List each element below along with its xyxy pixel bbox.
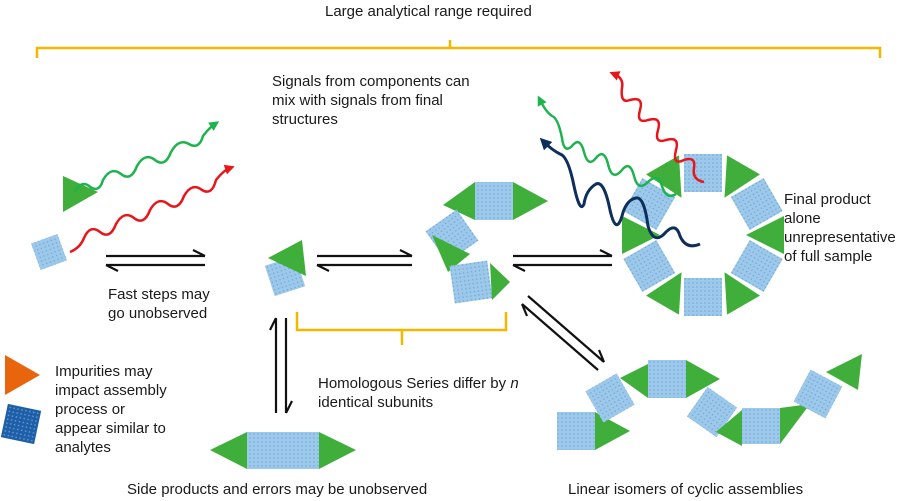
top-range-label: Large analytical range required bbox=[325, 3, 532, 20]
linear-isomer-chain bbox=[557, 354, 862, 450]
signal-wave-red-right bbox=[609, 71, 705, 184]
free-square-component bbox=[31, 234, 67, 270]
cyclic-final-product bbox=[622, 154, 784, 316]
equilibrium-arrows-diagonal bbox=[520, 295, 606, 371]
dimer-unit bbox=[264, 240, 306, 297]
signal-wave-navy-right bbox=[539, 137, 701, 248]
free-triangle-component bbox=[63, 176, 98, 212]
ring-square-subunit bbox=[730, 178, 783, 230]
signals-mix-label: Signals from components can mix with sig… bbox=[272, 73, 470, 128]
ring-square-subunit bbox=[623, 240, 676, 292]
homologous-series-label: Homologous Series differ by n identical s… bbox=[318, 374, 519, 412]
equilibrium-arrows-1 bbox=[105, 249, 206, 272]
impurity-triangle-icon bbox=[5, 355, 40, 395]
top-range-bracket bbox=[35, 40, 882, 58]
homologous-n: n bbox=[510, 375, 519, 392]
signal-wave-green-right bbox=[537, 95, 677, 197]
ring-triangle-subunit bbox=[724, 155, 760, 198]
ring-square-subunit bbox=[684, 278, 722, 316]
ring-square-subunit bbox=[623, 178, 676, 230]
final-product-label: Final product alone unrepresentative of … bbox=[784, 191, 896, 265]
ring-triangle-subunit bbox=[646, 272, 682, 315]
equilibrium-arrows-2 bbox=[316, 249, 413, 272]
homologous-suffix: identical subunits bbox=[318, 394, 434, 411]
impurity-legend bbox=[0, 355, 42, 445]
signal-wave-green-left bbox=[73, 121, 220, 193]
homologous-bracket bbox=[295, 312, 508, 345]
oligomer-arc bbox=[425, 182, 548, 304]
equilibrium-arrows-vertical bbox=[269, 317, 293, 414]
side-products-label: Side products and errors may be unobserv… bbox=[127, 481, 428, 498]
homologous-prefix: Homologous Series differ by bbox=[318, 375, 511, 392]
ring-triangle-subunit bbox=[746, 216, 784, 254]
ring-square-subunit bbox=[730, 240, 783, 292]
equilibrium-arrows-3 bbox=[512, 249, 613, 272]
signal-wave-red-left bbox=[69, 164, 235, 254]
fast-steps-label: Fast steps may go unobserved bbox=[108, 286, 210, 322]
ring-triangle-subunit bbox=[646, 155, 682, 198]
impurity-square-icon bbox=[0, 403, 42, 445]
ring-triangle-subunit bbox=[724, 272, 760, 315]
linear-isomers-label: Linear isomers of cyclic assemblies bbox=[568, 481, 804, 498]
side-product bbox=[210, 432, 356, 469]
impurities-label: Impurities may impact assembly process o… bbox=[55, 363, 167, 456]
ring-triangle-subunit bbox=[622, 216, 660, 254]
